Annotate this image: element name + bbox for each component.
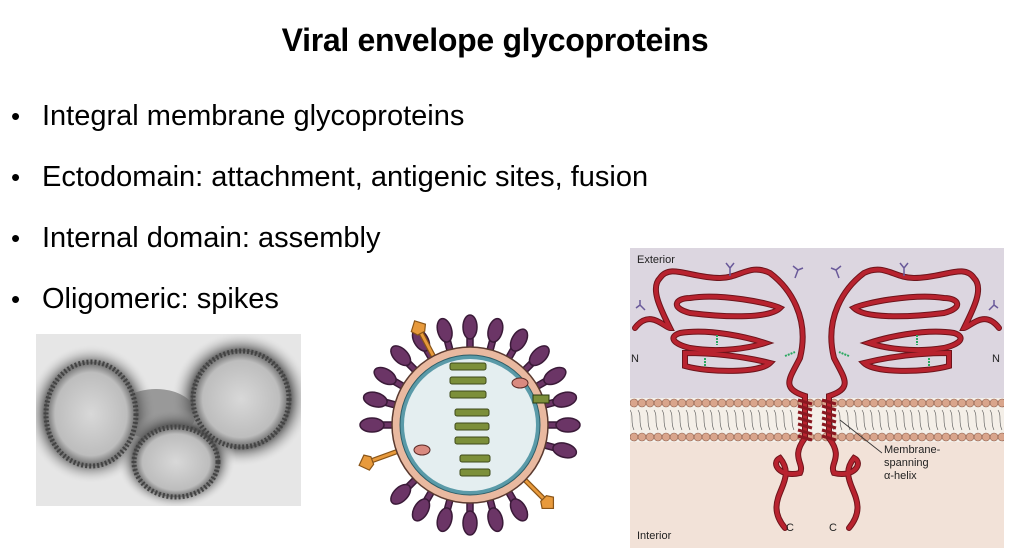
label-helix-line: α-helix: [884, 470, 917, 482]
label-c-terminus-right: C: [829, 522, 837, 534]
label-n-terminus-right: N: [992, 353, 1000, 365]
bullet-dot-icon: •: [11, 162, 21, 192]
label-n-terminus-left: N: [631, 353, 639, 365]
virion-schematic-image: [350, 305, 590, 545]
bullet-text: Integral membrane glycoproteins: [42, 100, 465, 132]
bullet-dot-icon: •: [11, 101, 21, 131]
bullet-item: • Oligomeric: spikes: [8, 279, 648, 340]
label-helix-line: Membrane-: [884, 444, 941, 456]
bullet-dot-icon: •: [11, 223, 21, 253]
slide-title: Viral envelope glycoproteins: [281, 22, 709, 58]
bullet-text: Oligomeric: spikes: [42, 283, 279, 315]
bullet-text: Internal domain: assembly: [42, 222, 381, 254]
label-interior: Interior: [637, 530, 672, 542]
bullet-dot-icon: •: [11, 284, 21, 314]
label-helix-line: spanning: [884, 457, 929, 469]
bullet-item: • Ectodomain: attachment, antigenic sites…: [8, 157, 648, 218]
bullet-item: • Internal domain: assembly: [8, 218, 648, 279]
label-c-terminus-left: C: [786, 522, 794, 534]
bullet-text: Ectodomain: attachment, antigenic sites,…: [42, 161, 649, 193]
bullet-list: • Integral membrane glycoproteins • Ectodo…: [8, 96, 648, 340]
bullet-item: • Integral membrane glycoproteins: [8, 96, 648, 157]
electron-micrograph-image: [36, 334, 301, 506]
label-exterior: Exterior: [637, 254, 675, 266]
